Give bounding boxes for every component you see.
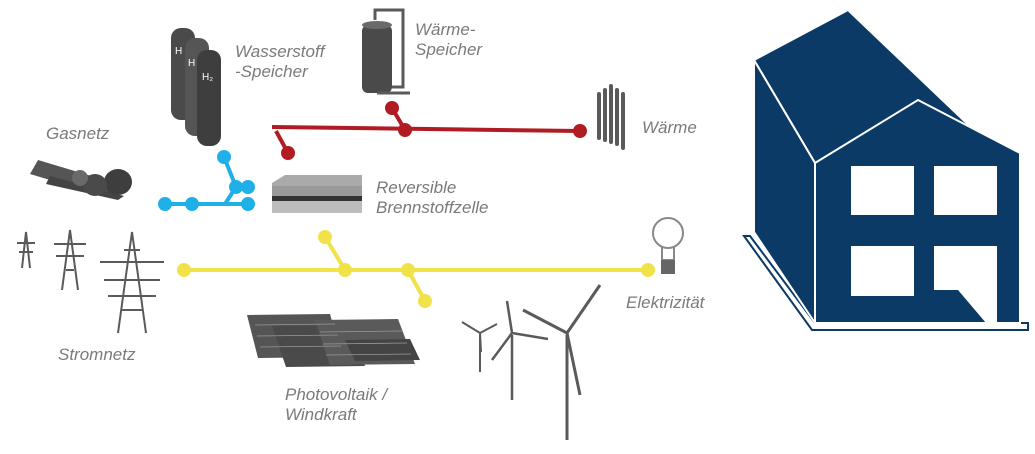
- heat-network: [271, 101, 587, 160]
- heat-storage-label-line2: Speicher: [415, 40, 483, 59]
- power-grid-label: Stromnetz: [58, 345, 136, 364]
- house-icon: [742, 8, 1029, 331]
- light-bulb-icon: [652, 217, 684, 274]
- heat-storage-label: Wärme- Speicher: [415, 20, 482, 60]
- electricity-label: Elektrizität: [626, 293, 705, 312]
- fuel-cell-label-line2: Brennstoffzelle: [376, 198, 489, 217]
- h2-symbol: H₂: [202, 72, 213, 83]
- power-network: [177, 230, 655, 308]
- power-pylons-icon: [17, 229, 164, 334]
- hydrogen-storage-label-line2: -Speicher: [235, 62, 308, 81]
- h-symbol: H: [175, 46, 182, 57]
- hydrogen-storage-label-line1: Wasserstoff: [235, 42, 325, 61]
- gas-network: [158, 150, 255, 211]
- heat-storage-tank-icon: [362, 8, 410, 95]
- gas-pipes-icon: [30, 160, 132, 200]
- pv-wind-label-line1: Photovoltaik /: [285, 385, 388, 404]
- radiator-icon: [597, 84, 625, 150]
- heat-label: Wärme: [642, 118, 697, 137]
- hydrogen-tanks-icon: H H H₂: [171, 28, 221, 146]
- fuel-cell-label: Reversible Brennstoffzelle: [376, 178, 488, 218]
- wind-turbines-icon: [461, 284, 602, 440]
- fuel-cell-label-line1: Reversible: [376, 178, 457, 197]
- hydrogen-storage-label: Wasserstoff -Speicher: [235, 42, 324, 82]
- solar-panels-icon: [247, 314, 420, 367]
- gas-grid-label: Gasnetz: [46, 124, 110, 143]
- pv-wind-label-line2: Windkraft: [285, 405, 357, 424]
- h-symbol-2: H: [188, 58, 195, 69]
- pv-wind-label: Photovoltaik / Windkraft: [285, 385, 387, 425]
- fuel-cell-icon: [272, 175, 362, 213]
- heat-storage-label-line1: Wärme-: [415, 20, 476, 39]
